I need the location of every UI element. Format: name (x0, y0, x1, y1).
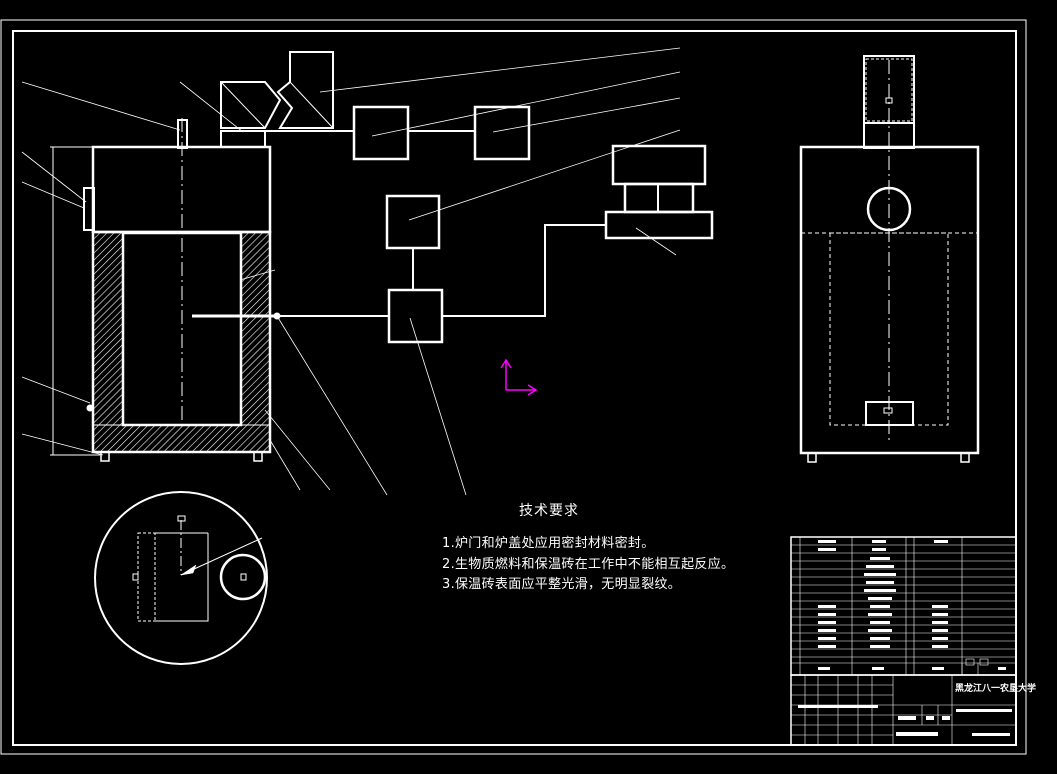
furnace-side-view (799, 55, 980, 463)
furnace-front-view (50, 118, 281, 462)
box-collector (473, 105, 531, 161)
title-block (790, 536, 1017, 746)
tech-requirements-title: 技术要求 (519, 503, 579, 519)
box-junction (387, 288, 444, 344)
ucs-icon (500, 358, 538, 396)
top-view-port (219, 553, 267, 601)
box-recorder-base (604, 210, 714, 240)
tech-requirement-1: 1.炉门和炉盖处应用密封材料密封。 (442, 536, 655, 551)
tech-requirement-2: 2.生物质燃料和保温砖在工作中不能相互起反应。 (442, 557, 735, 572)
pipe-lines (265, 130, 659, 317)
box-recorder-top (611, 144, 707, 186)
top-view-outline (94, 491, 268, 665)
tech-requirement-3: 3.保温砖表面应平整光滑，无明显裂纹。 (442, 577, 682, 592)
furnace-top-view (94, 491, 268, 665)
box-controller (385, 194, 441, 250)
inner-frame (12, 30, 1017, 746)
chimney-base (220, 130, 266, 148)
outer-frame (0, 19, 1027, 755)
side-body (799, 145, 980, 455)
title-block-school: 黑龙江八一农垦大学 (955, 684, 1037, 694)
elbow-pipe (220, 51, 334, 129)
furnace-door (83, 187, 95, 231)
leader-lines (21, 47, 681, 496)
box-filter (352, 105, 410, 161)
process-boxes (352, 105, 714, 344)
